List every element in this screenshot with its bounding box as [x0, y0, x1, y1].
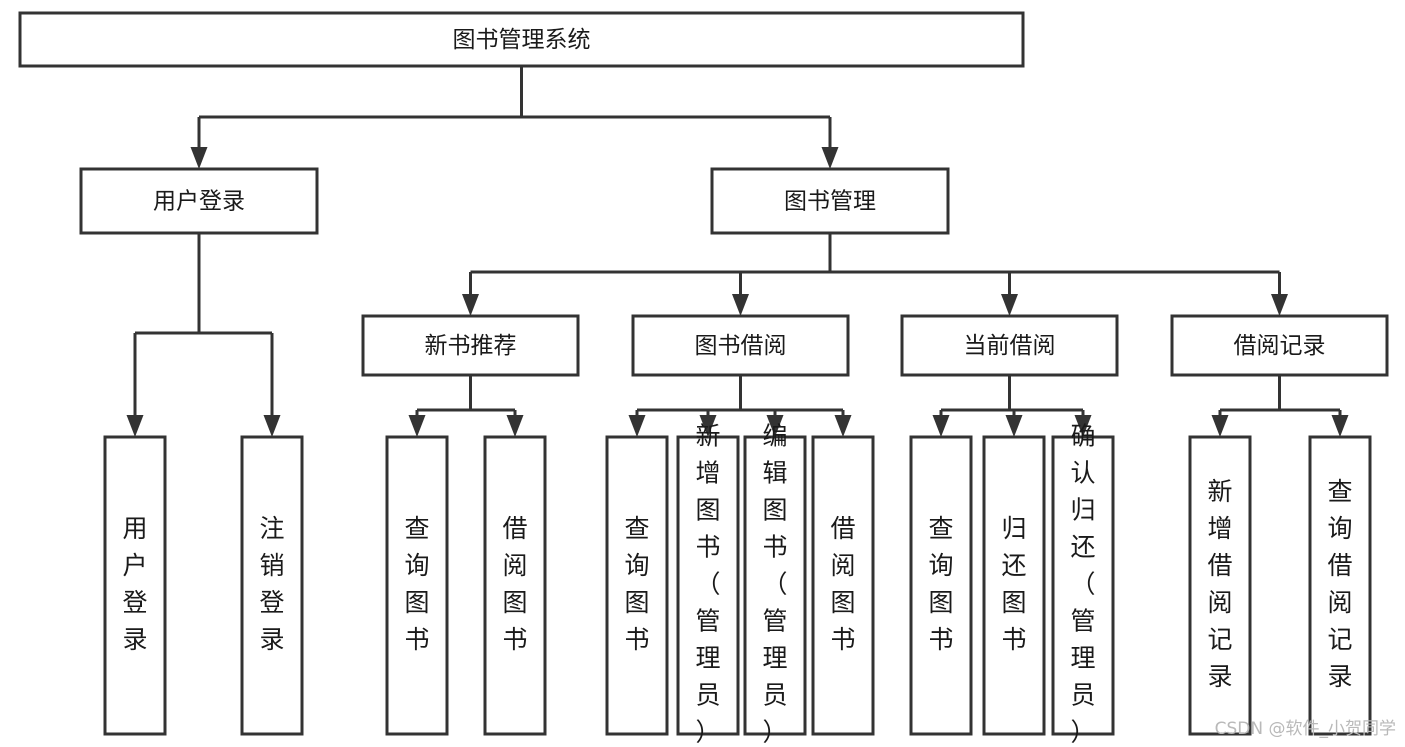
node-label: 借阅图书 [502, 514, 527, 654]
node-box [676, 435, 740, 736]
node-box [909, 435, 973, 736]
arrow-head-icon [821, 147, 839, 169]
node-box [483, 435, 547, 736]
node-leaf-query-book-3[interactable]: 查询图书 [909, 435, 973, 736]
node-leaf-confirm-return[interactable]: 确认归还（管理员） [1051, 422, 1115, 747]
node-box [631, 314, 850, 377]
arrow-head-icon [506, 415, 524, 437]
node-label: 新增图书（管理员） [695, 422, 720, 747]
arrow-head-icon [1005, 415, 1023, 437]
arrow-head-icon [766, 415, 784, 437]
node-current-borrow[interactable]: 当前借阅 [900, 314, 1119, 377]
node-label: 注销登录 [259, 514, 284, 654]
node-box [1308, 435, 1372, 736]
node-leaf-borrow-book-2[interactable]: 借阅图书 [811, 435, 875, 736]
arrow-head-icon [932, 415, 950, 437]
node-leaf-logout[interactable]: 注销登录 [240, 435, 304, 736]
arrow-head-icon [834, 415, 852, 437]
node-box [103, 435, 167, 736]
node-box [900, 314, 1119, 377]
node-leaf-add-book[interactable]: 新增图书（管理员） [676, 422, 740, 747]
node-box [18, 11, 1025, 68]
arrow-head-icon [190, 147, 208, 169]
node-leaf-query-record[interactable]: 查询借阅记录 [1308, 435, 1372, 736]
node-box [811, 435, 875, 736]
arrow-head-icon [263, 415, 281, 437]
node-label: 查询图书 [404, 514, 429, 654]
arrow-head-icon [1074, 415, 1092, 437]
node-label: 用户登录 [122, 514, 147, 654]
node-new-book-recommend[interactable]: 新书推荐 [361, 314, 580, 377]
node-leaf-edit-book[interactable]: 编辑图书（管理员） [743, 422, 807, 747]
node-box [1051, 435, 1115, 736]
connector-layer [126, 66, 1349, 437]
node-label: 查询图书 [928, 514, 953, 654]
arrow-head-icon [462, 294, 479, 316]
node-label: 图书管理系统 [453, 27, 591, 53]
node-label: 查询图书 [624, 514, 649, 654]
node-box [79, 167, 319, 235]
arrow-head-icon [126, 415, 144, 437]
node-label: 确认归还（管理员） [1070, 422, 1095, 747]
node-user-login[interactable]: 用户登录 [79, 167, 319, 235]
node-leaf-return-book[interactable]: 归还图书 [982, 435, 1046, 736]
node-label: 用户登录 [153, 189, 245, 215]
node-box [605, 435, 669, 736]
arrow-head-icon [1001, 294, 1018, 316]
arrow-head-icon [628, 415, 646, 437]
node-label: 查询借阅记录 [1327, 477, 1352, 691]
node-leaf-query-book-2[interactable]: 查询图书 [605, 435, 669, 736]
node-label: 归还图书 [1001, 514, 1026, 654]
node-label: 借阅图书 [830, 514, 855, 654]
node-box [1188, 435, 1252, 736]
node-label: 新增借阅记录 [1207, 477, 1232, 691]
node-box [385, 435, 449, 736]
node-box [1170, 314, 1389, 377]
arrow-head-icon [1211, 415, 1229, 437]
arrow-head-icon [1271, 294, 1288, 316]
node-box [361, 314, 580, 377]
node-leaf-add-record[interactable]: 新增借阅记录 [1188, 435, 1252, 736]
arrow-head-icon [408, 415, 426, 437]
csdn-watermark: CSDN @软件_小贺同学 [1215, 719, 1396, 739]
node-root[interactable]: 图书管理系统 [18, 11, 1025, 68]
node-box [240, 435, 304, 736]
node-box [982, 435, 1046, 736]
node-box [710, 167, 950, 235]
node-label: 编辑图书（管理员） [762, 422, 787, 747]
arrow-head-icon [699, 415, 717, 437]
node-layer: 图书管理系统用户登录图书管理新书推荐图书借阅当前借阅借阅记录用户登录注销登录查询… [18, 11, 1389, 747]
node-leaf-borrow-book-1[interactable]: 借阅图书 [483, 435, 547, 736]
node-book-borrow[interactable]: 图书借阅 [631, 314, 850, 377]
node-label: 借阅记录 [1234, 333, 1326, 359]
node-box [743, 435, 807, 736]
node-label: 图书借阅 [695, 333, 787, 359]
arrow-head-icon [732, 294, 749, 316]
node-book-manage[interactable]: 图书管理 [710, 167, 950, 235]
node-label: 当前借阅 [964, 333, 1056, 359]
node-label: 新书推荐 [425, 333, 517, 359]
node-leaf-user-login[interactable]: 用户登录 [103, 435, 167, 736]
node-label: 图书管理 [784, 189, 876, 215]
node-leaf-query-book-1[interactable]: 查询图书 [385, 435, 449, 736]
node-borrow-record[interactable]: 借阅记录 [1170, 314, 1389, 377]
arrow-head-icon [1331, 415, 1349, 437]
